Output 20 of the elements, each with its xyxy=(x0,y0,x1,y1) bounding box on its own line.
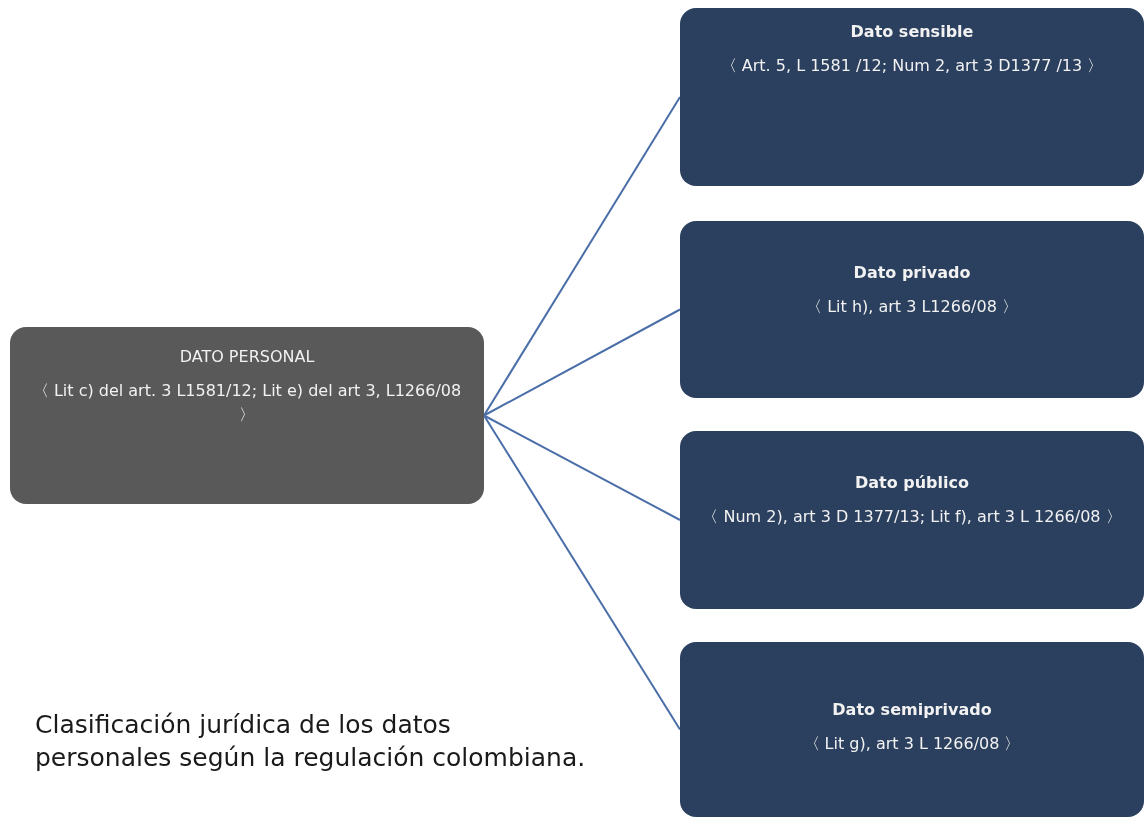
legal-reference: 〈 Lit c) del art. 3 L1581/12; Lit e) del art 3, L1266/08 〉 xyxy=(31,380,463,426)
box-title: Dato sensible xyxy=(849,21,975,43)
category-box xyxy=(680,642,1144,817)
category-box xyxy=(680,431,1144,609)
box-title: Dato semiprivado xyxy=(831,699,993,721)
box-title: DATO PERSONAL xyxy=(178,346,316,368)
legal-reference: 〈 Num 2), art 3 D 1377/13; Lit f), art 3 L 1266/08 〉 xyxy=(701,506,1123,528)
connector-line xyxy=(483,414,681,731)
legal-reference: 〈 Lit g), art 3 L 1266/08 〉 xyxy=(802,733,1022,755)
legal-reference: 〈 Lit h), art 3 L1266/08 〉 xyxy=(805,296,1019,318)
caption: Clasificación jurídica de los datos personales según la regulación colombiana. xyxy=(35,709,587,774)
box-title: Dato público xyxy=(854,472,970,494)
root-box xyxy=(10,327,484,504)
category-box xyxy=(680,221,1144,398)
connector-line xyxy=(483,414,681,521)
connector-line xyxy=(483,96,681,417)
box-title: Dato privado xyxy=(852,262,972,284)
connector-line xyxy=(483,308,681,417)
category-box xyxy=(680,8,1144,186)
legal-reference: 〈 Art. 5, L 1581 /12; Num 2, art 3 D1377 /13 〉 xyxy=(719,55,1105,77)
